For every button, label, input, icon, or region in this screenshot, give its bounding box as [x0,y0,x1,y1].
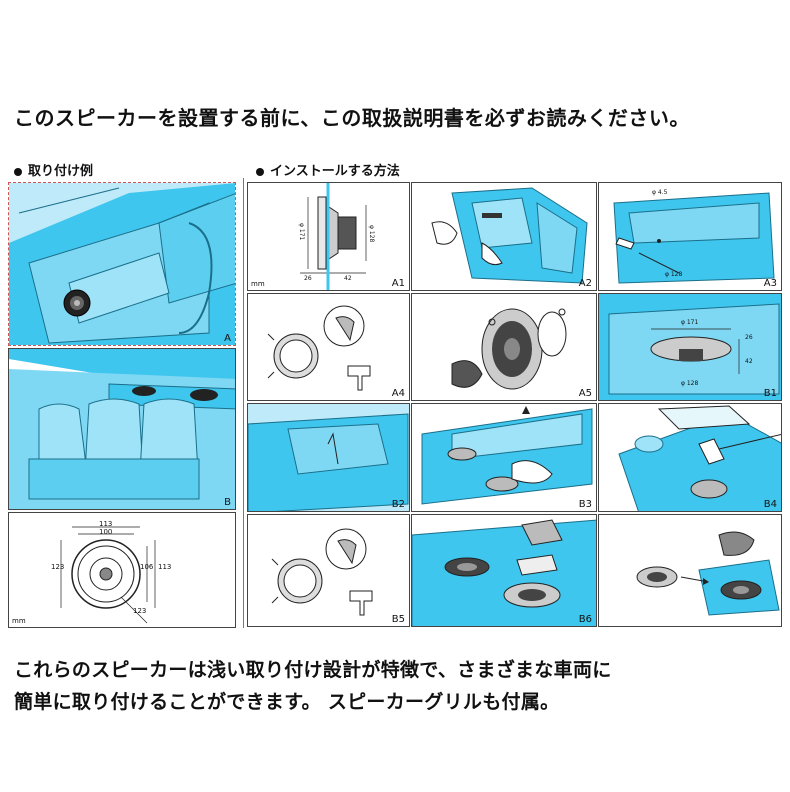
step-a5-mount-speaker: A5 [411,293,597,401]
panel-tag: A5 [578,388,592,399]
deck-board-removal-illustration [421,406,593,505]
dim-label-phi128: φ 128 [665,271,683,278]
panel-tag: B3 [578,499,592,510]
panel-tag: A3 [763,278,777,289]
bullet-icon [256,167,264,176]
door-interior-illustration [9,183,235,345]
column-divider [243,178,244,628]
door-drilling-illustration [613,192,775,284]
step-a4-attach-grille: A4 [247,293,410,401]
illustration-b-rear-deck: B [8,348,236,510]
illustration-a-door-mount: A [8,182,236,346]
footer-line-1: これらのスピーカーは浅い取り付け設計が特徴で、さまざまな車両に [14,659,612,681]
rear-deck-dimension-illustration [599,294,781,400]
page-headline: このスピーカーを設置する前に、この取扱説明書を必ずお読みください。 [14,106,690,130]
step-b2-trunk-access: B2 [247,403,410,512]
step-a3-drill-holes: φ 4.5 φ 128 A3 [598,182,782,291]
trunk-illustration [248,404,409,511]
grille-attach-illustration [271,528,373,616]
step-b3-remove-deck-board: B3 [411,403,597,512]
speaker-dimension-drawing: 113 100 123 106 113 123 mm [8,512,236,628]
dim-label-phi171: φ 171 [298,223,305,241]
section-label-mount-examples: 取り付け例 [14,160,93,179]
dim-label-26: 26 [304,275,312,282]
dim-label-113v: 113 [158,563,172,571]
panel-tag: B [224,497,231,508]
footer-line-2: 簡単に取り付けることができます。 スピーカーグリルも付属。 [14,691,560,713]
rear-deck-illustration [9,349,235,509]
dim-label-42: 42 [344,275,352,282]
dim-label-phi45: φ 4.5 [652,189,668,196]
grille-attach-illustration [267,305,371,391]
dim-label-100: 100 [99,528,113,536]
dim-label-phi128: φ 128 [681,380,699,387]
dim-label-phi171: φ 171 [681,319,699,326]
step-final-assembled [598,514,782,627]
panel-tag: B5 [391,614,405,625]
panel-tag: A2 [578,278,592,289]
panel-tag: A [224,333,231,344]
door-panel-removal-illustration [431,187,588,284]
bullet-icon [14,167,22,176]
step-b1-deck-dimensions: φ 171 26 42 φ 128 B1 [598,293,782,401]
deck-install-illustration [412,519,596,626]
dim-label-123-diag: 123 [133,607,147,615]
assembled-speaker-illustration [636,531,780,616]
speaker-side-profile [300,183,367,290]
panel-tag: B2 [391,499,405,510]
panel-tag: B1 [763,388,777,399]
dim-label-113: 113 [99,520,113,528]
unit-label: mm [12,617,26,625]
speaker-outline-drawing [60,526,156,624]
step-a2-remove-door-panel: A2 [411,182,597,291]
unit-label: mm [251,280,265,288]
speaker-exploded-illustration [451,308,567,390]
footer-description: これらのスピーカーは浅い取り付け設計が特徴で、さまざまな車両に 簡単に取り付ける… [14,654,784,718]
panel-tag: B6 [578,614,592,625]
step-b4-cut-deck-holes: B4 [598,403,782,512]
dim-label-phi128: φ 128 [368,225,375,243]
dim-label-26: 26 [745,334,753,341]
deck-cutting-illustration [618,405,781,511]
panel-tag: B4 [763,499,777,510]
section-label-text: 取り付け例 [28,164,94,179]
panel-tag: A4 [391,388,405,399]
dim-label-123: 123 [51,563,65,571]
step-b6-install-in-deck: B6 [411,514,597,627]
step-a1-dimensions: φ 171 φ 128 26 42 mm A1 [247,182,410,291]
section-label-install-method: インストールする方法 [256,160,400,179]
dim-label-106: 106 [140,563,154,571]
panel-tag: A1 [391,278,405,289]
section-label-text: インストールする方法 [270,164,400,179]
dim-label-42: 42 [745,358,753,365]
step-b5-attach-grille: B5 [247,514,410,627]
